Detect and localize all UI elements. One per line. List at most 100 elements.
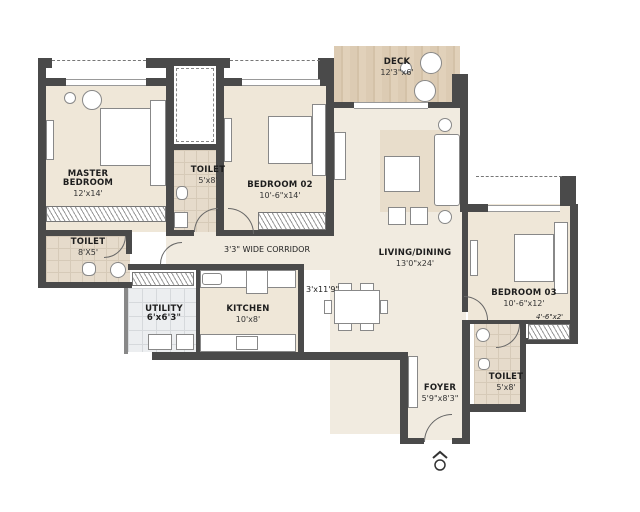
dining-niche-label: 3'x11'9" [306, 285, 340, 294]
toilet-wc [478, 358, 490, 370]
wall [38, 230, 132, 236]
wall [560, 176, 576, 206]
armchair [82, 90, 102, 110]
wall [126, 230, 132, 254]
dining-chair [380, 300, 388, 314]
wall [38, 78, 66, 86]
room-dimensions: 13'0"x24' [395, 258, 435, 268]
toilet-basin [476, 328, 490, 342]
foyer-shoe-rack [408, 356, 418, 408]
room-name: BEDROOM 03 [491, 288, 557, 298]
room-name: MASTER [67, 169, 109, 179]
wall [222, 230, 332, 236]
room-name: LIVING/DINING [378, 248, 452, 258]
balcony-edge [476, 176, 562, 177]
room-dimensions: 8'X5' [77, 247, 99, 257]
wall [400, 438, 424, 444]
wall [470, 320, 570, 324]
room-name: UTILITY [145, 304, 183, 314]
dining-chair [324, 300, 332, 314]
wall [298, 268, 304, 354]
room-dimensions: 12'3"x6' [380, 67, 414, 77]
washbasin [174, 212, 188, 228]
dining-chair [360, 283, 374, 291]
room-label-deck: DECK 12'3"x6' [372, 58, 422, 77]
wall [216, 78, 242, 86]
utility-sink [176, 334, 194, 350]
tv-unit [470, 240, 478, 276]
wall [38, 282, 132, 288]
deck-table [400, 62, 412, 74]
wall [462, 212, 468, 312]
room-dimensions: 10'x8' [235, 314, 261, 324]
ottoman [410, 207, 428, 225]
master-bed [100, 108, 152, 166]
entry-arrow-icon [430, 450, 450, 472]
room-name: BEDROOM 02 [247, 180, 313, 190]
toilet-wc [82, 262, 96, 276]
bed-03 [514, 234, 554, 282]
room-label-toilet-bed3: TOILET 5'x8' [484, 373, 528, 392]
lamp [438, 210, 452, 224]
wall [318, 58, 334, 86]
tv-unit [334, 132, 346, 180]
door[interactable] [160, 242, 182, 264]
room-dimensions: 10'-6"x12' [503, 298, 545, 308]
balcony-edge [52, 60, 146, 61]
hob [236, 336, 258, 350]
dining-chair [338, 323, 352, 331]
room-label-toilet-common: TOILET 8'X5' [66, 238, 110, 257]
wall [166, 58, 224, 66]
bed-02 [268, 116, 312, 164]
window [66, 79, 146, 86]
wall [520, 322, 526, 412]
dining-chair [360, 323, 374, 331]
wall [146, 58, 172, 68]
wall [460, 204, 488, 212]
room-dimensions: 10'-6"x14' [259, 190, 301, 200]
coffee-table [384, 156, 420, 192]
ottoman [388, 207, 406, 225]
master-wardrobe [46, 206, 166, 222]
bed-02-headboard [312, 104, 326, 176]
wall [462, 320, 470, 444]
room-label-bedroom-03: BEDROOM 03 10'-6"x12' [484, 289, 564, 308]
wall [400, 356, 408, 444]
wall [524, 338, 578, 344]
wall [428, 102, 452, 108]
room-name: TOILET [70, 237, 106, 247]
room-name: FOYER [423, 383, 457, 393]
room-label-bedroom-02: BEDROOM 02 10'-6"x14' [240, 181, 320, 200]
washing-machine [148, 334, 172, 350]
fridge [246, 270, 268, 294]
corridor-floor [166, 232, 334, 270]
window [242, 79, 320, 86]
wall [196, 268, 200, 354]
wc [176, 186, 188, 200]
shower-area [176, 68, 214, 142]
room-label-utility: UTILITY 6'x6'3" [136, 305, 192, 323]
wall [326, 86, 334, 236]
kitchen-sink [202, 273, 222, 285]
room-dimensions: 5'9"x8'3" [421, 393, 459, 403]
toilet-basin [110, 262, 126, 278]
room-dimensions: 5'x8' [496, 382, 516, 392]
room-name: DECK [383, 57, 411, 67]
room-dimensions: 5'x8' [198, 175, 218, 185]
room-dimensions: 6'x6'3" [146, 312, 182, 323]
master-bed-headboard [150, 100, 166, 186]
lamp [438, 118, 452, 132]
room-label-master-bedroom: MASTER BEDROOM 12'x14' [48, 170, 128, 198]
wall [334, 102, 354, 108]
deck-chair [420, 52, 442, 74]
dining-chair [338, 283, 352, 291]
wall [166, 230, 194, 236]
room-label-kitchen: KITCHEN 10'x8' [216, 305, 280, 324]
room-label-foyer: FOYER 5'9"x8'3" [412, 384, 468, 403]
dining-table [334, 290, 380, 324]
side-table [64, 92, 76, 104]
wall [38, 58, 46, 288]
bed-03-wardrobe [528, 324, 570, 340]
room-label-toilet-master: TOILET 5'x8' [186, 166, 230, 185]
